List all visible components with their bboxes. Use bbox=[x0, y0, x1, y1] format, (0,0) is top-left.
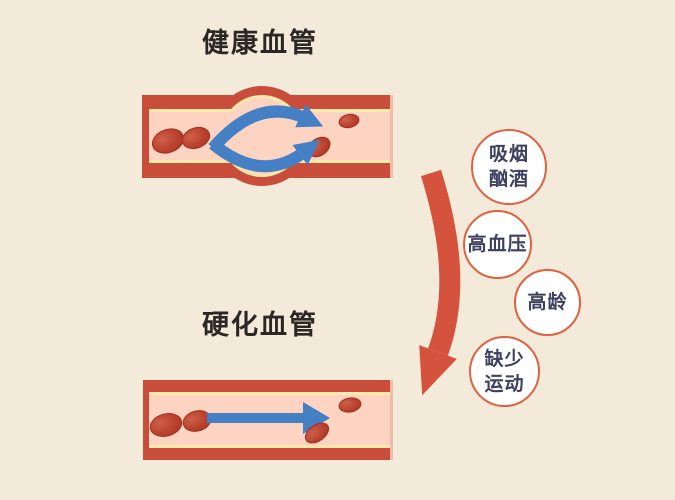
risk-factor-label: 酗酒 bbox=[488, 169, 529, 190]
risk-factor-lack-of-exercise: 缺少 运动 bbox=[469, 336, 540, 407]
hardened-vessel-title: 硬化血管 bbox=[202, 310, 318, 340]
risk-factor-label: 高血压 bbox=[467, 234, 528, 255]
risk-factor-old-age: 高龄 bbox=[514, 269, 581, 336]
risk-factor-label: 高龄 bbox=[527, 292, 568, 313]
red-blood-cell bbox=[338, 397, 362, 413]
hardened-vessel-illustration bbox=[143, 380, 393, 460]
risk-factor-smoking-drinking: 吸烟 酗酒 bbox=[471, 129, 547, 205]
vessel-end-edge bbox=[390, 380, 393, 460]
risk-factor-label: 缺少 bbox=[484, 348, 525, 370]
red-blood-cell bbox=[181, 126, 211, 150]
red-blood-cell bbox=[338, 113, 360, 129]
blood-flow-arrow-lower-icon bbox=[209, 139, 321, 173]
risk-factor-hypertension: 高血压 bbox=[463, 210, 532, 279]
healthy-vessel-title: 健康血管 bbox=[202, 28, 318, 58]
healthy-vessel-illustration bbox=[142, 86, 393, 186]
red-blood-cell bbox=[304, 422, 330, 444]
straight-flow-arrow-icon bbox=[207, 402, 330, 434]
progression-arrow-icon bbox=[419, 169, 461, 396]
blood-flow-arrow-upper-icon bbox=[208, 104, 324, 152]
risk-factor-label: 吸烟 bbox=[488, 144, 529, 165]
red-blood-cell bbox=[149, 413, 183, 437]
risk-factor-label: 运动 bbox=[484, 373, 525, 395]
red-blood-cell bbox=[151, 128, 185, 154]
vessel-end-edge bbox=[390, 95, 393, 178]
